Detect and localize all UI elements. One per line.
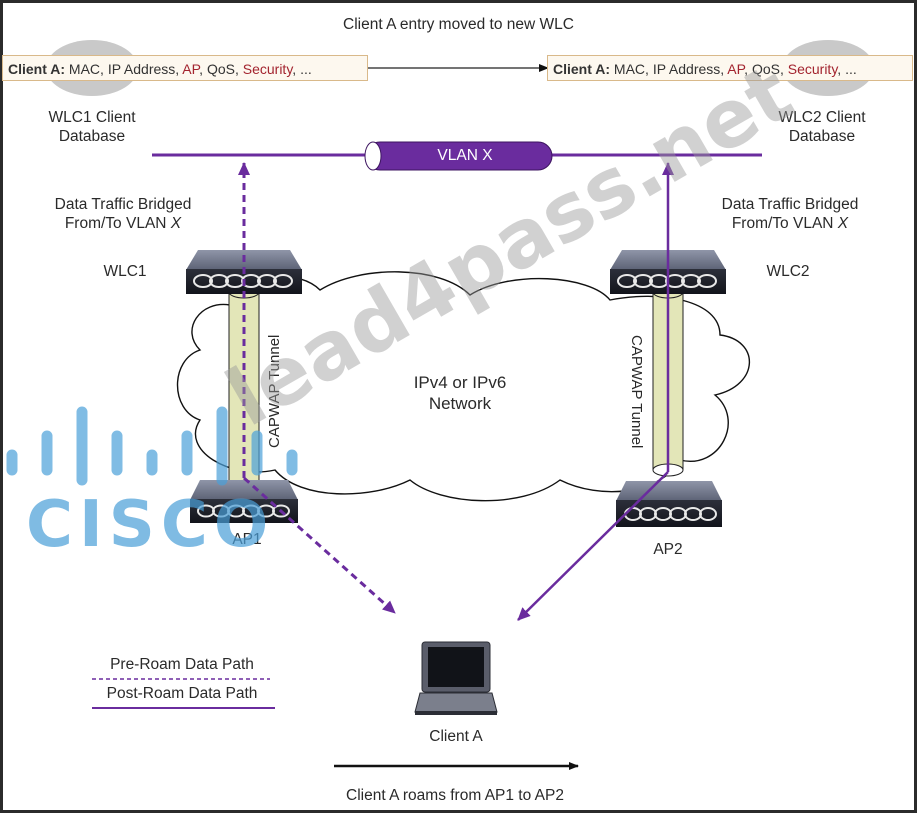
client-name: Client A: bbox=[8, 61, 66, 77]
post-roam-path-to-client bbox=[517, 471, 669, 621]
wlc2-client-entry: Client A: MAC, IP Address, AP, QoS, Secu… bbox=[547, 55, 913, 81]
legend-pre-roam-label: Pre-Roam Data Path bbox=[110, 656, 254, 673]
diagram-title: Client A entry moved to new WLC bbox=[343, 16, 574, 33]
wlc1-client-entry: Client A: MAC, IP Address, AP, QoS, Secu… bbox=[2, 55, 368, 81]
pre-roam-path-to-client bbox=[243, 476, 396, 615]
entry-mac-ip: MAC, IP Address, bbox=[610, 61, 728, 77]
client-name: Client A: bbox=[553, 61, 611, 77]
entry-ap: AP bbox=[182, 61, 200, 77]
bridged-label-right: Data Traffic Bridged From/To VLAN X bbox=[721, 196, 859, 232]
entry-qos: , QoS, bbox=[744, 61, 788, 77]
entry-rest: , ... bbox=[837, 61, 857, 77]
network-label: IPv4 or IPv6 Network bbox=[413, 373, 507, 413]
ap2-label: AP2 bbox=[653, 541, 683, 558]
capwap-tunnel-right-label: CAPWAP Tunnel bbox=[628, 335, 645, 449]
client-label: Client A bbox=[429, 728, 483, 745]
wlc2-database-label: WLC2 Client Database bbox=[778, 109, 866, 145]
bridged-label-left: Data Traffic Bridged From/To VLAN X bbox=[54, 196, 192, 232]
legend-post-roam-label: Post-Roam Data Path bbox=[106, 685, 258, 702]
entry-security: Security bbox=[242, 61, 293, 77]
vlan-pipe bbox=[364, 141, 553, 171]
ap2-device-icon bbox=[616, 481, 722, 527]
client-laptop-icon bbox=[414, 641, 498, 715]
wlc1-label: WLC1 bbox=[103, 263, 147, 280]
entry-mac-ip: MAC, IP Address, bbox=[65, 61, 183, 77]
entry-ap: AP bbox=[727, 61, 745, 77]
cisco-watermark-bars bbox=[6, 406, 298, 486]
cisco-watermark-text: CISCO bbox=[26, 488, 275, 562]
wlc2-label: WLC2 bbox=[766, 263, 810, 280]
ap1-device-icon bbox=[190, 480, 298, 523]
entry-security: Security bbox=[787, 61, 838, 77]
wlc1-database-label: WLC1 Client Database bbox=[48, 109, 136, 145]
ap1-label: AP1 bbox=[232, 531, 262, 548]
entry-qos: , QoS, bbox=[199, 61, 243, 77]
entry-rest: , ... bbox=[292, 61, 312, 77]
roam-caption: Client A roams from AP1 to AP2 bbox=[346, 787, 564, 804]
vlan-label: VLAN X bbox=[437, 147, 493, 164]
